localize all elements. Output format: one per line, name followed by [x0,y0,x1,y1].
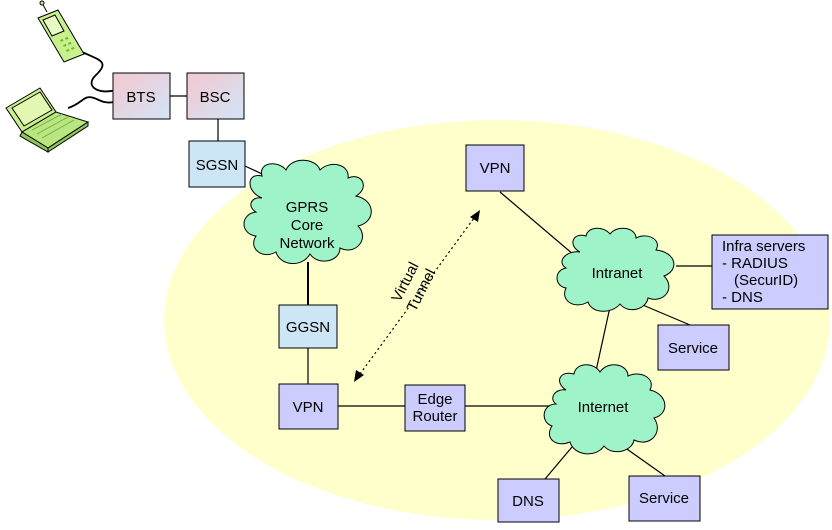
link-intranet-service [637,302,691,326]
svg-text:VPN: VPN [293,399,324,416]
wireless-link-phone [81,51,117,93]
node-vpn-left: VPN [278,383,339,430]
svg-text:Router: Router [412,408,457,425]
svg-text:Service: Service [639,490,689,507]
link-vpntop-intranet [499,191,575,256]
virtual-tunnel-arrow [354,210,480,382]
link-internet-service [623,446,666,477]
cloud-intranet [556,227,675,312]
node-infra-servers: Infra servers - RADIUS (SecurID) - DNS [711,234,829,310]
intranet-label: Intranet [592,265,644,282]
node-sgsn: SGSN [188,140,246,188]
wireless-links [67,51,117,109]
gprs-core-label-3: Network [279,235,335,252]
svg-text:Infra servers: Infra servers [722,238,805,255]
laptop-icon [5,87,90,153]
node-dns: DNS [497,478,560,523]
svg-text:GGSN: GGSN [286,319,330,336]
node-service-right: Service [657,324,730,371]
svg-text:BTS: BTS [126,89,155,106]
mobile-phone-icon [37,0,85,63]
wireless-link-laptop [67,96,115,109]
cloud-gprs-core [243,159,372,264]
node-edge-router: Edge Router [404,384,466,432]
svg-text:SGSN: SGSN [196,157,239,174]
cloud-internet [543,364,666,455]
link-internet-dns [544,446,573,480]
svg-text:(SecurID): (SecurID) [734,272,798,289]
internet-label: Internet [578,399,630,416]
gprs-core-label-1: GPRS [286,199,329,216]
svg-text:- RADIUS: - RADIUS [722,255,788,272]
node-vpn-top: VPN [465,144,525,192]
node-bts: BTS [112,72,171,120]
node-ggsn: GGSN [278,304,338,349]
node-service-bottom: Service [628,475,701,522]
svg-text:VPN: VPN [480,160,511,177]
svg-text:Edge: Edge [417,391,452,408]
node-bsc: BSC [186,72,245,120]
gprs-core-label-2: Core [291,217,324,234]
svg-text:Service: Service [668,340,718,357]
svg-text:DNS: DNS [512,493,544,510]
svg-text:BSC: BSC [200,89,231,106]
svg-text:- DNS: - DNS [722,289,763,306]
